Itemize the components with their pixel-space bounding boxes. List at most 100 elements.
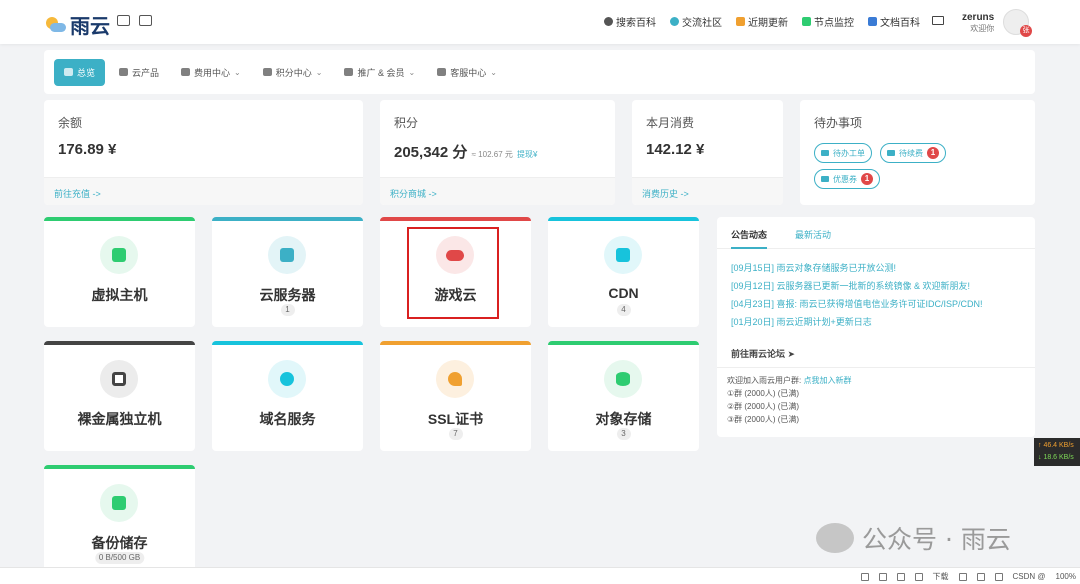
menu-billing[interactable]: 费用中心⌄: [173, 60, 249, 85]
tab-announcements[interactable]: 公告动态: [731, 217, 768, 249]
extension-icon[interactable]: [896, 572, 905, 581]
monthly-spend-value: 142.12 ¥: [646, 141, 705, 158]
send-icon: ➤: [787, 349, 796, 359]
monthly-spend-label: 本月消费: [646, 116, 695, 130]
product-count-badge: 7: [448, 428, 463, 440]
balance-value: 176.89 ¥: [58, 141, 117, 158]
group-item: ①群 (2000人) (已满): [727, 389, 800, 398]
join-group-link[interactable]: 点我加入新群: [803, 376, 852, 385]
group-item: ③群 (2000人) (已满): [727, 415, 800, 424]
extension-icon[interactable]: [994, 572, 1003, 581]
news-item[interactable]: [04月23日] 喜报: 雨云已获得增值电信业务许可证IDC/ISP/CDN!: [731, 299, 983, 309]
avatar[interactable]: 张: [1003, 9, 1032, 37]
nav-monitor[interactable]: 节点监控: [802, 14, 854, 29]
withdraw-link[interactable]: 提现¥: [517, 150, 538, 159]
user-info[interactable]: zeruns 欢迎你: [962, 12, 994, 34]
logo-text: 雨云: [70, 14, 110, 38]
product-tile-bare-metal[interactable]: 裸金属独立机: [44, 341, 195, 451]
news-item[interactable]: [01月20日] 雨云近期计划+更新日志: [731, 317, 872, 327]
menu-cloud-products[interactable]: 云产品: [111, 60, 167, 85]
coupon-count-badge: 1: [861, 173, 873, 185]
forum-link[interactable]: 前往雨云论坛 ➤: [731, 349, 796, 359]
menu-overview[interactable]: 总览: [54, 58, 106, 86]
product-tile-backup[interactable]: 备份储存 0 B/500 GB: [44, 465, 195, 575]
notice-panel: 公告动态 最新活动 [09月15日] 雨云对象存储服务已开放公测! [09月12…: [717, 217, 1035, 437]
product-tile-domain[interactable]: 域名服务: [212, 341, 363, 451]
product-name: CDN: [608, 285, 639, 301]
balance-label: 余额: [58, 116, 83, 130]
avatar-badge: 张: [1020, 25, 1032, 37]
zoom-level[interactable]: 100%: [1055, 572, 1076, 581]
source-label: CSDN @: [1012, 572, 1046, 581]
points-card: 积分 205,342 分 ≈ 102.67 元 提现¥ 积分商城 ->: [380, 100, 615, 205]
extension-icon[interactable]: [878, 572, 887, 581]
product-count-badge: 3: [616, 428, 631, 440]
mail-icon[interactable]: [932, 16, 944, 25]
product-tile-cdn[interactable]: CDN 4: [548, 217, 699, 327]
watermark: 公众号 · 雨云: [816, 520, 1011, 556]
wechat-icon: [816, 523, 854, 553]
menu-promotion[interactable]: 推广 & 会员⌄: [336, 60, 423, 85]
nav-community[interactable]: 交流社区: [670, 14, 722, 29]
product-tile-object-storage[interactable]: 对象存储 3: [548, 341, 699, 451]
tab-activities[interactable]: 最新活动: [795, 230, 832, 240]
main-menu: 总览 云产品 费用中心⌄ 积分中心⌄ 推广 & 会员⌄ 客服中心⌄: [44, 50, 1035, 94]
pencil-icon: [821, 150, 829, 156]
product-name: 对象存储: [595, 411, 652, 427]
user-name: zeruns: [962, 12, 995, 23]
cube-icon: [268, 236, 306, 274]
chevron-down-icon: ⌄: [315, 67, 323, 77]
chevron-down-icon: ⌄: [234, 67, 241, 77]
extension-icon[interactable]: [860, 572, 869, 581]
news-list: [09月15日] 雨云对象存储服务已开放公测! [09月12日] 云服务器已更新…: [731, 259, 983, 331]
archive-icon: [100, 484, 138, 522]
points-row: 205,342 分 ≈ 102.67 元 提现¥: [394, 141, 538, 162]
chevron-down-icon: ⌄: [408, 67, 416, 77]
translate-icon[interactable]: [139, 15, 152, 26]
extension-icon[interactable]: [914, 572, 923, 581]
menu-points[interactable]: 积分中心⌄: [255, 60, 331, 85]
points-value: 205,342 分: [394, 144, 468, 161]
search-icon: [604, 17, 613, 26]
browser-status-bar: 下载 CSDN @ 100%: [0, 567, 1080, 584]
network-icon: [604, 236, 642, 274]
product-name: 云服务器: [259, 287, 316, 303]
nav-search[interactable]: 搜索百科: [604, 14, 656, 29]
todo-ticket-button[interactable]: 待办工单: [814, 143, 872, 163]
group-item: ②群 (2000人) (已满): [727, 402, 800, 411]
news-item[interactable]: [09月15日] 雨云对象存储服务已开放公测!: [731, 263, 897, 273]
top-nav: 搜索百科 交流社区 近期更新 节点监控 文档百科: [604, 14, 920, 29]
product-tile-cloud-server[interactable]: 云服务器 1: [212, 217, 363, 327]
product-tile-ssl[interactable]: SSL证书 7: [380, 341, 531, 451]
extension-icon[interactable]: [958, 572, 967, 581]
logo[interactable]: 雨云: [44, 10, 110, 39]
product-name: 裸金属独立机: [77, 411, 162, 427]
recharge-link[interactable]: 前往充值 ->: [44, 177, 363, 205]
points-mall-link[interactable]: 积分商城 ->: [380, 177, 615, 205]
image-icon[interactable]: [117, 15, 130, 26]
dashboard-icon: [64, 68, 73, 76]
gamepad-icon: [436, 236, 474, 274]
forum-intro: 欢迎加入雨云用户群:: [727, 376, 804, 385]
menu-support[interactable]: 客服中心⌄: [429, 60, 505, 85]
product-tile-game-cloud[interactable]: 游戏云: [380, 217, 531, 327]
download-button[interactable]: 下载: [932, 572, 949, 581]
balance-card: 余额 176.89 ¥ 前往充值 ->: [44, 100, 363, 205]
extension-icon[interactable]: [976, 572, 985, 581]
product-name: SSL证书: [427, 411, 484, 427]
cubes-icon: [119, 68, 129, 76]
product-tile-virtual-host[interactable]: 虚拟主机: [44, 217, 195, 327]
news-item[interactable]: [09月12日] 云服务器已更新一批新的系统镜像 & 欢迎新朋友!: [731, 281, 971, 291]
top-bar: 雨云 搜索百科 交流社区 近期更新 节点监控 文档百科 zeruns 欢迎你 张: [0, 0, 1080, 44]
spend-history-link[interactable]: 消费历史 ->: [632, 177, 783, 205]
net-speed-widget: ↑ 46.4 KB/s ↓ 18.6 KB/s: [1034, 438, 1080, 466]
send-icon: [802, 17, 811, 26]
highlight-box: [407, 227, 499, 319]
nav-updates[interactable]: 近期更新: [736, 14, 788, 29]
nav-docs[interactable]: 文档百科: [868, 14, 920, 29]
frame-icon: [100, 360, 138, 398]
forum-groups: 欢迎加入雨云用户群: 点我加入新群 ①群 (2000人) (已满) ②群 (20…: [717, 367, 1035, 432]
